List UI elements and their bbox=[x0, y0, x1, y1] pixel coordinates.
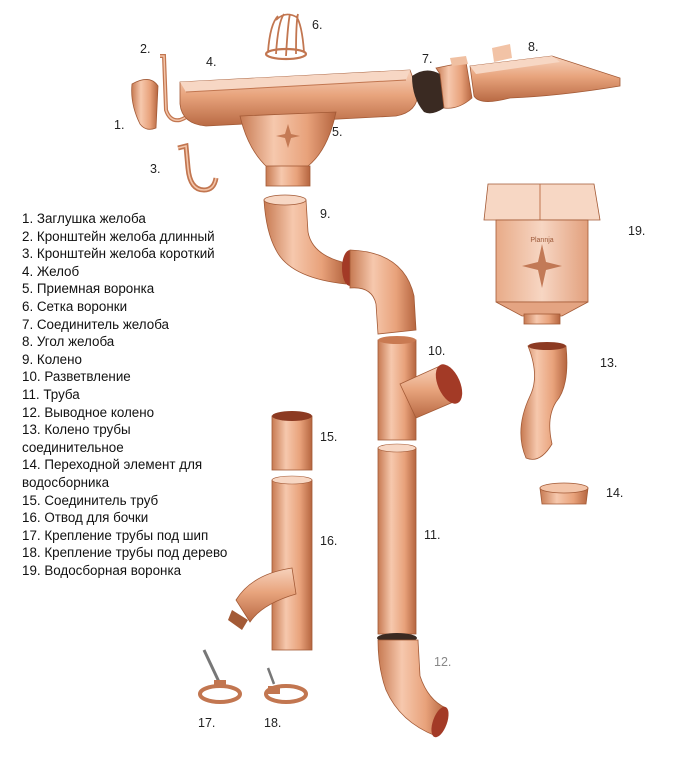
callout-5: 5. bbox=[332, 125, 343, 139]
legend-item: 15. Соединитель труб bbox=[22, 492, 159, 508]
callout-15: 15. bbox=[320, 430, 338, 444]
gutter-corner bbox=[469, 44, 621, 102]
branch-tee bbox=[377, 336, 463, 441]
legend-item: 14. Переходной элемент для водосборника bbox=[22, 457, 203, 490]
callout-12: 12. bbox=[434, 655, 452, 669]
legend-item: 8. Угол желоба bbox=[22, 334, 115, 350]
pipe-clip-spike bbox=[198, 649, 242, 704]
callout-9: 9. bbox=[320, 207, 331, 221]
callout-16: 16. bbox=[320, 534, 338, 548]
callout-4: 4. bbox=[206, 55, 217, 69]
callout-1: 1. bbox=[114, 118, 125, 132]
callout-13: 13. bbox=[600, 356, 618, 370]
gutter-end-cap bbox=[131, 79, 159, 130]
gutter-outlet bbox=[239, 111, 337, 187]
callout-14: 14. bbox=[606, 486, 624, 500]
barrel-diverter bbox=[228, 475, 313, 651]
callout-6: 6. bbox=[312, 18, 323, 32]
callout-11: 11. bbox=[424, 528, 441, 542]
brand-logo: Plannja bbox=[530, 237, 553, 244]
adapter-ring bbox=[539, 482, 589, 505]
offset-elbow bbox=[520, 342, 568, 460]
legend-item: 3. Кронштейн желоба короткий bbox=[22, 246, 215, 262]
legend-item: 18. Крепление трубы под дерево bbox=[22, 545, 228, 561]
legend-item: 16. Отвод для бочки bbox=[22, 510, 149, 526]
legend-item: 12. Выводное колено bbox=[22, 404, 155, 420]
legend-item: 7. Соединитель желоба bbox=[22, 316, 170, 332]
legend-item: 2. Кронштейн желоба длинный bbox=[22, 228, 215, 244]
callout-8: 8. bbox=[528, 40, 539, 54]
callout-7: 7. bbox=[422, 52, 433, 66]
callout-18: 18. bbox=[264, 716, 282, 730]
callout-19: 19. bbox=[628, 224, 646, 238]
pipe-connector-segment bbox=[349, 249, 417, 335]
legend-item: 5. Приемная воронка bbox=[22, 281, 155, 297]
legend-item: 9. Колено bbox=[22, 351, 82, 367]
gutter bbox=[179, 69, 419, 127]
legend-item: 13. Колено трубы соединительное bbox=[22, 422, 131, 455]
rainwater-head bbox=[483, 183, 601, 325]
short-gutter-bracket bbox=[177, 142, 219, 193]
parts-legend: 1. Заглушка желоба 2. Кронштейн желоба д… bbox=[22, 210, 282, 579]
legend-item: 17. Крепление трубы под шип bbox=[22, 527, 209, 543]
outlet-elbow bbox=[377, 633, 449, 738]
callout-2: 2. bbox=[140, 42, 151, 56]
funnel-strainer bbox=[264, 13, 308, 61]
gutter-connector bbox=[412, 56, 473, 114]
downpipe bbox=[377, 443, 417, 635]
legend-item: 10. Разветвление bbox=[22, 369, 131, 385]
legend-item: 6. Сетка воронки bbox=[22, 298, 128, 314]
legend-item: 4. Желоб bbox=[22, 263, 80, 279]
callout-17: 17. bbox=[198, 716, 216, 730]
legend-item: 19. Водосборная воронка bbox=[22, 562, 182, 578]
legend-item: 11. Труба bbox=[22, 386, 80, 402]
pipe-clip-wood bbox=[264, 667, 308, 704]
callout-10: 10. bbox=[428, 344, 446, 358]
pipe-coupling bbox=[271, 411, 313, 471]
legend-item: 1. Заглушка желоба bbox=[22, 211, 146, 226]
callout-3: 3. bbox=[150, 162, 161, 176]
